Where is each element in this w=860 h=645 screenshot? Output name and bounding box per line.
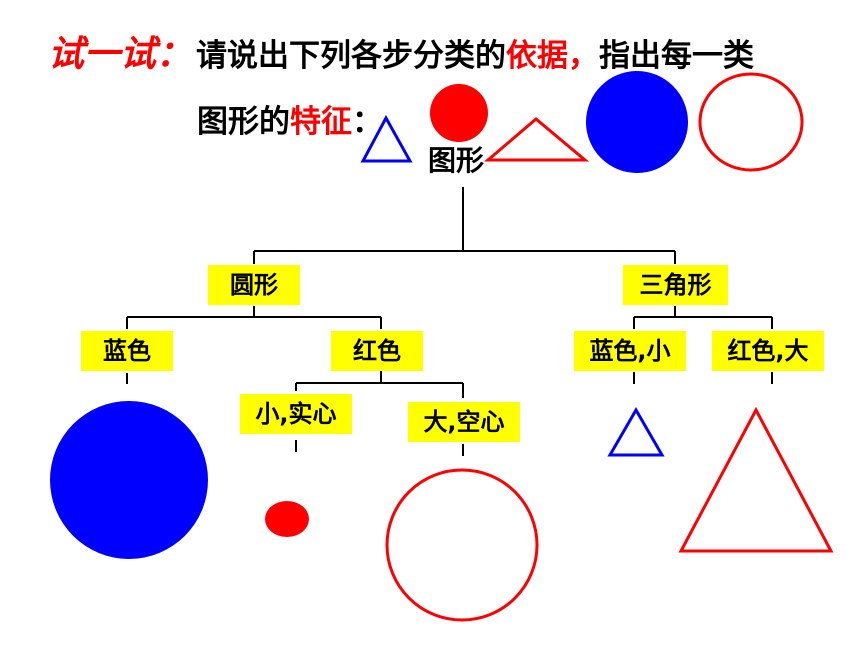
sample-small-red-disc bbox=[430, 84, 488, 142]
sample-small-blue-triangle bbox=[360, 114, 413, 163]
subcategory-blue-tag: 蓝色 bbox=[81, 331, 173, 371]
subcategory-blue-small-tag: 蓝色,小 bbox=[574, 331, 686, 371]
leaf-large-red-triangle bbox=[678, 406, 834, 553]
instruction-line-1: 试一试：请说出下列各步分类的依据，指出每一类 bbox=[48, 30, 754, 81]
try-it-label: 试一试： bbox=[48, 34, 193, 75]
sample-large-red-circle bbox=[698, 72, 804, 172]
category-triangle-tag: 三角形 bbox=[623, 265, 728, 305]
tree-root-label: 图形 bbox=[428, 144, 485, 177]
instruction-text-1: 请说出下列各步分类的 bbox=[196, 38, 507, 74]
leaf-small-solid-tag: 小,实心 bbox=[240, 394, 352, 434]
leaf-blue-circle bbox=[50, 401, 208, 559]
sample-large-red-triangle bbox=[483, 117, 590, 162]
instruction-text-3: 图形的 bbox=[197, 104, 290, 140]
tree-connectors bbox=[126, 187, 773, 456]
subcategory-red-large-tag: 红色,大 bbox=[712, 331, 824, 371]
instruction-highlight-feature: 特征 bbox=[290, 104, 352, 140]
leaf-large-red-circle bbox=[385, 468, 539, 622]
category-circle-tag: 圆形 bbox=[208, 265, 300, 305]
instruction-line-2: 图形的特征： bbox=[197, 100, 383, 144]
subcategory-red-tag: 红色 bbox=[331, 331, 423, 371]
sample-large-blue-disc bbox=[586, 71, 688, 173]
instruction-highlight-basis: 依据， bbox=[506, 38, 600, 74]
leaf-small-red-disc bbox=[265, 501, 309, 537]
leaf-small-blue-triangle bbox=[607, 407, 665, 457]
leaf-large-hollow-tag: 大,空心 bbox=[408, 402, 520, 442]
instruction-text-2: 指出每一类 bbox=[599, 38, 755, 74]
